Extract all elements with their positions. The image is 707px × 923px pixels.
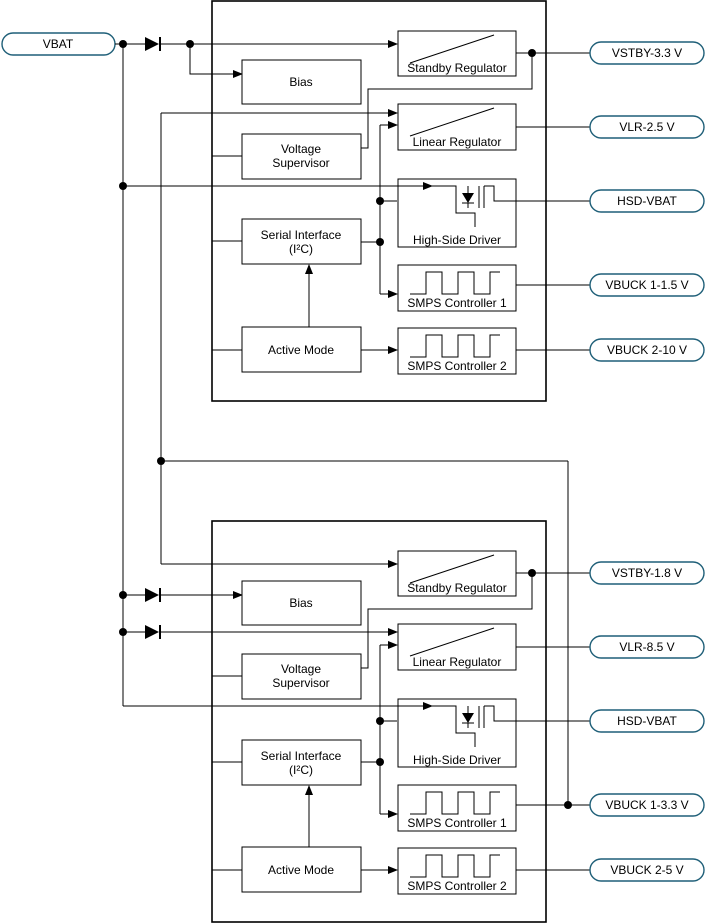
output-terminal-vbuck1: VBUCK 1-3.3 V xyxy=(589,793,705,817)
output-terminal-vbuck2: VBUCK 2-10 V xyxy=(589,338,705,362)
svg-text:VSTBY-3.3 V: VSTBY-3.3 V xyxy=(612,46,682,60)
standby-regulator-label: Standby Regulator xyxy=(407,581,506,595)
voltage-supervisor-label-2: Supervisor xyxy=(272,156,329,170)
high-side-driver-label: High-Side Driver xyxy=(413,233,501,247)
bias-label: Bias xyxy=(289,75,312,89)
diode-icon xyxy=(145,588,161,602)
high-side-driver-label: High-Side Driver xyxy=(413,753,501,767)
svg-text:VLR-2.5 V: VLR-2.5 V xyxy=(619,120,674,134)
global-wiring xyxy=(115,40,572,809)
linear-regulator-label: Linear Regulator xyxy=(413,135,502,149)
output-terminal-vstby: VSTBY-1.8 V xyxy=(589,561,705,585)
voltage-supervisor-label-1: Voltage xyxy=(281,662,321,676)
svg-text:VBUCK 1-3.3 V: VBUCK 1-3.3 V xyxy=(605,798,688,812)
voltage-supervisor-label-2: Supervisor xyxy=(272,676,329,690)
smps-controller-2-label: SMPS Controller 2 xyxy=(407,359,507,373)
bias-label: Bias xyxy=(289,596,312,610)
linear-regulator-block xyxy=(397,103,517,151)
svg-text:VBUCK 2-5 V: VBUCK 2-5 V xyxy=(610,863,683,877)
standby-regulator-label: Standby Regulator xyxy=(407,61,506,75)
vbat-input-label: VBAT xyxy=(43,37,74,51)
active-mode-label: Active Mode xyxy=(268,863,334,877)
svg-text:HSD-VBAT: HSD-VBAT xyxy=(617,714,677,728)
diode-icon xyxy=(145,625,161,639)
diode-icon xyxy=(145,37,161,51)
serial-interface-label-2: (I²C) xyxy=(289,763,313,777)
lower-device: Bias Voltage Supervisor Serial Interface… xyxy=(123,520,705,923)
bias-block xyxy=(241,59,362,105)
output-terminal-hsd: HSD-VBAT xyxy=(589,709,705,733)
standby-regulator-block xyxy=(397,30,517,77)
smps-controller-1-label: SMPS Controller 1 xyxy=(407,296,507,310)
output-terminal-hsd: HSD-VBAT xyxy=(589,189,705,213)
bias-block xyxy=(241,580,362,626)
mosfet-icon xyxy=(432,705,590,747)
smps-controller-1-block xyxy=(397,784,517,832)
svg-text:VLR-8.5 V: VLR-8.5 V xyxy=(619,640,674,654)
active-mode-block xyxy=(241,846,362,893)
mosfet-icon xyxy=(432,185,590,227)
voltage-supervisor-block xyxy=(241,653,362,700)
svg-text:VSTBY-1.8 V: VSTBY-1.8 V xyxy=(612,566,682,580)
smps-controller-1-label: SMPS Controller 1 xyxy=(407,816,507,830)
linear-regulator-label: Linear Regulator xyxy=(413,655,502,669)
output-terminal-vlr: VLR-2.5 V xyxy=(589,115,705,139)
voltage-supervisor-label-1: Voltage xyxy=(281,142,321,156)
serial-interface-label-2: (I²C) xyxy=(289,242,313,256)
smps-controller-1-block xyxy=(397,264,517,312)
upper-device: Bias Voltage Supervisor Serial Interface… xyxy=(123,0,705,402)
serial-interface-label-1: Serial Interface xyxy=(261,228,342,242)
serial-interface-block xyxy=(241,739,362,786)
svg-text:VBUCK 1-1.5 V: VBUCK 1-1.5 V xyxy=(605,278,688,292)
active-mode-block xyxy=(241,326,362,373)
vbat-input-terminal: VBAT xyxy=(1,32,116,56)
standby-regulator-block xyxy=(397,550,517,597)
smps-controller-2-block xyxy=(397,327,517,375)
svg-text:HSD-VBAT: HSD-VBAT xyxy=(617,194,677,208)
output-terminal-vlr: VLR-8.5 V xyxy=(589,635,705,659)
output-terminal-vstby: VSTBY-3.3 V xyxy=(589,41,705,65)
output-terminal-vbuck1: VBUCK 1-1.5 V xyxy=(589,273,705,297)
smps-controller-2-label: SMPS Controller 2 xyxy=(407,879,507,893)
output-terminal-vbuck2: VBUCK 2-5 V xyxy=(589,858,705,882)
active-mode-label: Active Mode xyxy=(268,343,334,357)
smps-controller-2-block xyxy=(397,847,517,895)
svg-text:VBUCK 2-10 V: VBUCK 2-10 V xyxy=(607,343,687,357)
serial-interface-label-1: Serial Interface xyxy=(261,749,342,763)
